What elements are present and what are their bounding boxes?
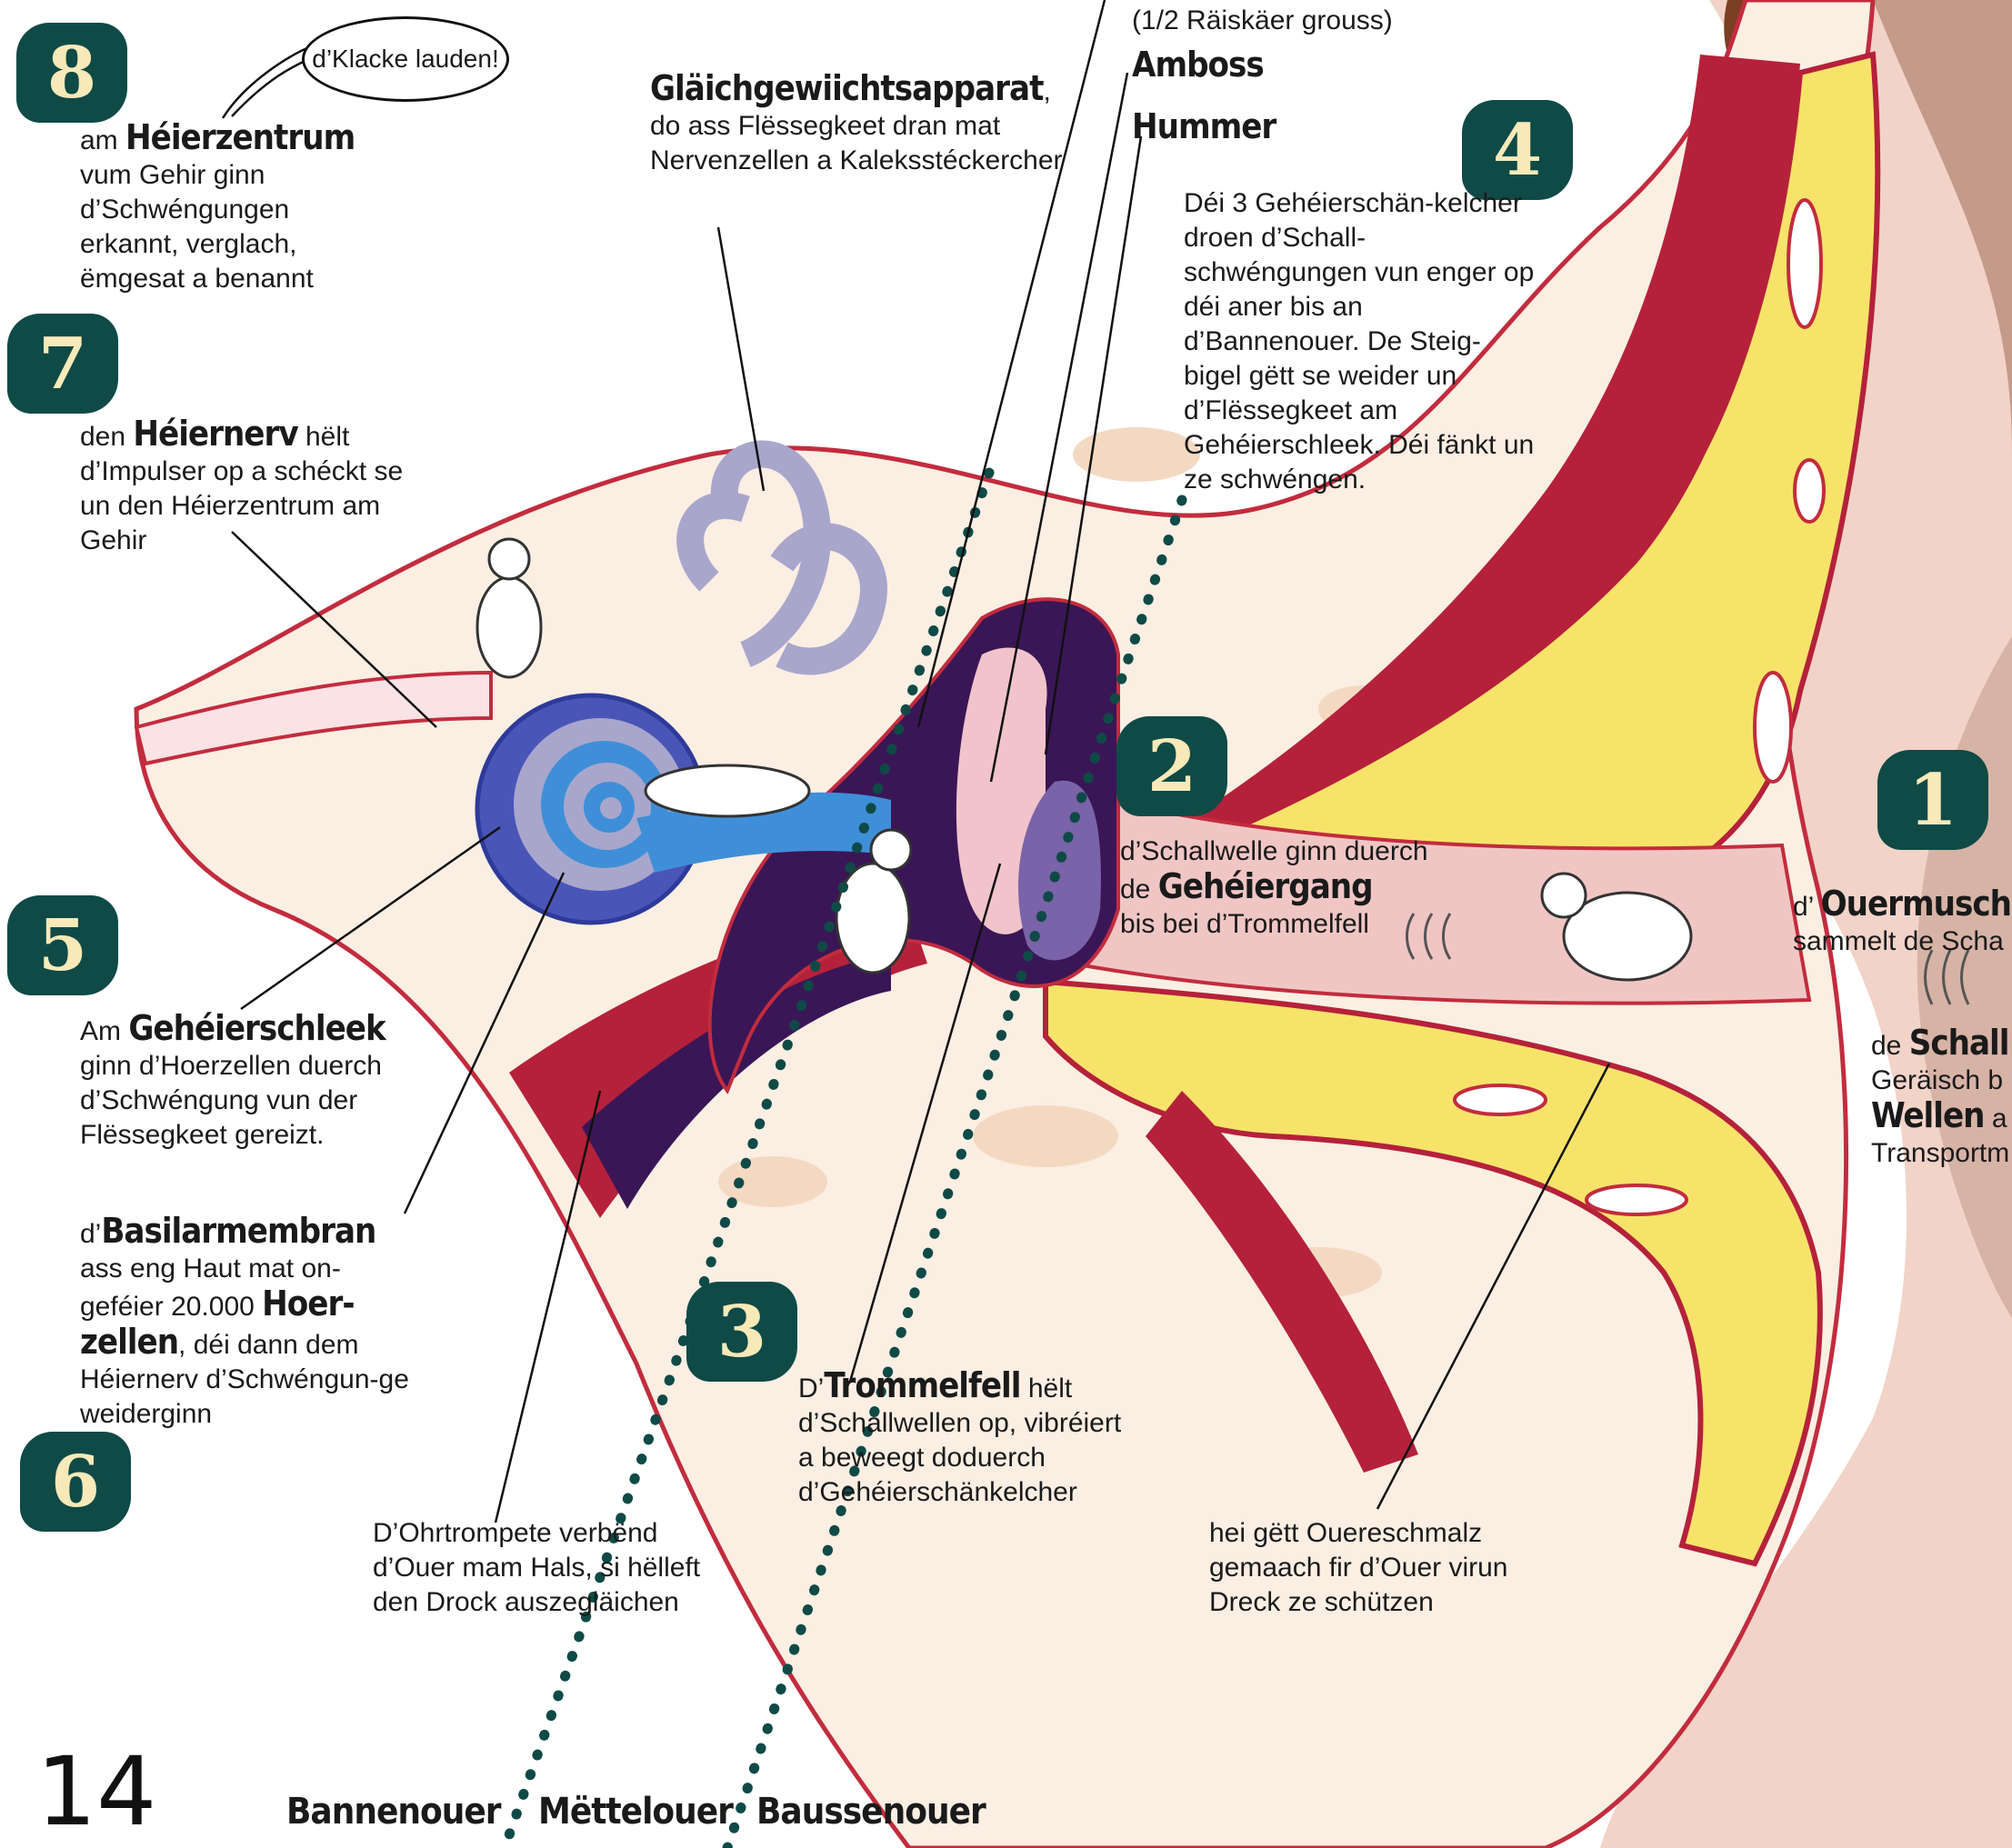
balance-body: do ass Flëssegkeet dran mat Nervenzellen… bbox=[650, 111, 1063, 175]
label-amboss: Amboss bbox=[1132, 47, 1264, 85]
caption-balance-organ: Gläichgewiichtsapparat, do ass Flëssegke… bbox=[650, 71, 1068, 178]
caption-3-body: d’Schallwellen op, vibréiert a beweegt d… bbox=[798, 1408, 1121, 1507]
badge-1: 1 bbox=[1877, 750, 1988, 850]
balance-suffix: , bbox=[1043, 76, 1050, 106]
label-hummer: Hummer bbox=[1132, 109, 1276, 147]
caption-7-suffix: hëlt bbox=[298, 422, 350, 452]
caption-6-keyword: Basilarmembran bbox=[101, 1211, 375, 1251]
badge-6: 6 bbox=[20, 1432, 131, 1532]
caption-basilar-membrane: d’Basilarmembran ass eng Haut mat on-gef… bbox=[80, 1214, 416, 1432]
badge-3: 3 bbox=[686, 1282, 797, 1382]
badge-4: 4 bbox=[1462, 100, 1573, 200]
wax-body: hei gëtt Ouereschmalz gemaach fir d’Ouer… bbox=[1209, 1518, 1507, 1617]
caption-3-suffix: hëlt bbox=[1020, 1374, 1072, 1403]
caption-5-keyword: Gehéierschleek bbox=[128, 1008, 385, 1048]
caption-1b-keyword: Schall bbox=[1909, 1025, 2009, 1063]
badge-7: 7 bbox=[7, 314, 118, 414]
bird-on-nerve bbox=[477, 577, 541, 677]
speech-bubble: d’Klacke lauden! bbox=[302, 16, 509, 102]
caption-2-line3: bis bei d’Trommelfell bbox=[1120, 909, 1369, 939]
caption-hearing-center: am Héierzentrum vum Gehir ginn d’Schwéng… bbox=[80, 120, 380, 296]
caption-ear-canal: d’Schallwelle ginn duerch de Gehéiergang… bbox=[1120, 834, 1502, 942]
caption-1b-suffix2: a bbox=[1985, 1104, 2007, 1134]
caption-2-keyword: Gehéiergang bbox=[1158, 866, 1373, 906]
caption-8-prefix: am bbox=[80, 125, 125, 155]
caption-1b-keyword2: Wellen bbox=[1871, 1095, 1985, 1135]
caption-1-keyword: Ouermusch bbox=[1821, 886, 2011, 924]
zone-label-outer-ear: Baussenouer bbox=[756, 1791, 986, 1833]
caption-5-body: ginn d’Hoerzellen duerch d’Schwéngung vu… bbox=[80, 1051, 382, 1150]
caption-auricle: d’ Ouermusch sammelt de Scha bbox=[1793, 886, 2012, 959]
zone-label-middle-ear: Mëttelouer bbox=[538, 1791, 733, 1833]
hummer-keyword: Hummer bbox=[1132, 106, 1276, 146]
caption-cochlea: Am Gehéierschleek ginn d’Hoerzellen duer… bbox=[80, 1011, 444, 1153]
badge-2: 2 bbox=[1116, 716, 1227, 816]
caption-earwax: hei gëtt Ouereschmalz gemaach fir d’Ouer… bbox=[1209, 1516, 1537, 1620]
caption-8-keyword: Héierzentrum bbox=[125, 117, 355, 157]
caption-1-body: sammelt de Scha bbox=[1793, 926, 2004, 956]
caption-3-prefix: D’ bbox=[798, 1374, 824, 1403]
amboss-keyword: Amboss bbox=[1132, 45, 1264, 85]
caption-7-keyword: Héiernerv bbox=[133, 414, 297, 454]
badge-8: 8 bbox=[16, 23, 127, 123]
caption-1b-line2: Geräisch b bbox=[1871, 1065, 2003, 1095]
caption-3-keyword: Trommelfell bbox=[824, 1365, 1020, 1405]
bird-in-middle-ear bbox=[836, 864, 909, 973]
caption-eustachian-tube: D’Ohrtrompete verbënd d’Ouer mam Hals, s… bbox=[373, 1516, 746, 1620]
caption-2-prefix: de bbox=[1120, 874, 1158, 904]
caption-ossicles: Déi 3 Gehéierschän-kelcher droen d’Schal… bbox=[1184, 186, 1538, 497]
caption-7-body: d’Impulser op a schéckt se un den Héierz… bbox=[80, 456, 403, 555]
tube-body: D’Ohrtrompete verbënd d’Ouer mam Hals, s… bbox=[373, 1518, 700, 1617]
caption-auditory-nerve: den Héiernerv hëlt d’Impulser op a schéc… bbox=[80, 416, 416, 558]
caption-8-body: vum Gehir ginn d’Schwéngungen erkannt, v… bbox=[80, 160, 314, 294]
caption-1b-prefix: de bbox=[1871, 1031, 1909, 1061]
caption-6-prefix: d’ bbox=[80, 1219, 101, 1249]
badge-5: 5 bbox=[7, 895, 118, 995]
balance-keyword: Gläichgewiichtsapparat bbox=[650, 68, 1043, 108]
caption-1-prefix: d’ bbox=[1793, 892, 1821, 922]
zone-label-inner-ear: Bannenouer bbox=[286, 1791, 501, 1833]
page-number: 14 bbox=[36, 1736, 156, 1847]
caption-sound: de Schall Geräisch b Wellen a Transportm bbox=[1871, 1025, 2012, 1171]
caption-eardrum: D’Trommelfell hëlt d’Schallwellen op, vi… bbox=[798, 1368, 1126, 1510]
top-partial-label: (1/2 Räiskäer grouss) bbox=[1132, 4, 1393, 38]
caption-4-body: Déi 3 Gehéierschän-kelcher droen d’Schal… bbox=[1184, 188, 1534, 494]
caption-7-prefix: den bbox=[80, 422, 133, 452]
caption-2-line1: d’Schallwelle ginn duerch bbox=[1120, 836, 1428, 866]
caption-5-prefix: Am bbox=[80, 1016, 128, 1046]
bird-in-cochlea bbox=[646, 765, 809, 816]
caption-1b-line4: Transportm bbox=[1871, 1138, 2009, 1168]
